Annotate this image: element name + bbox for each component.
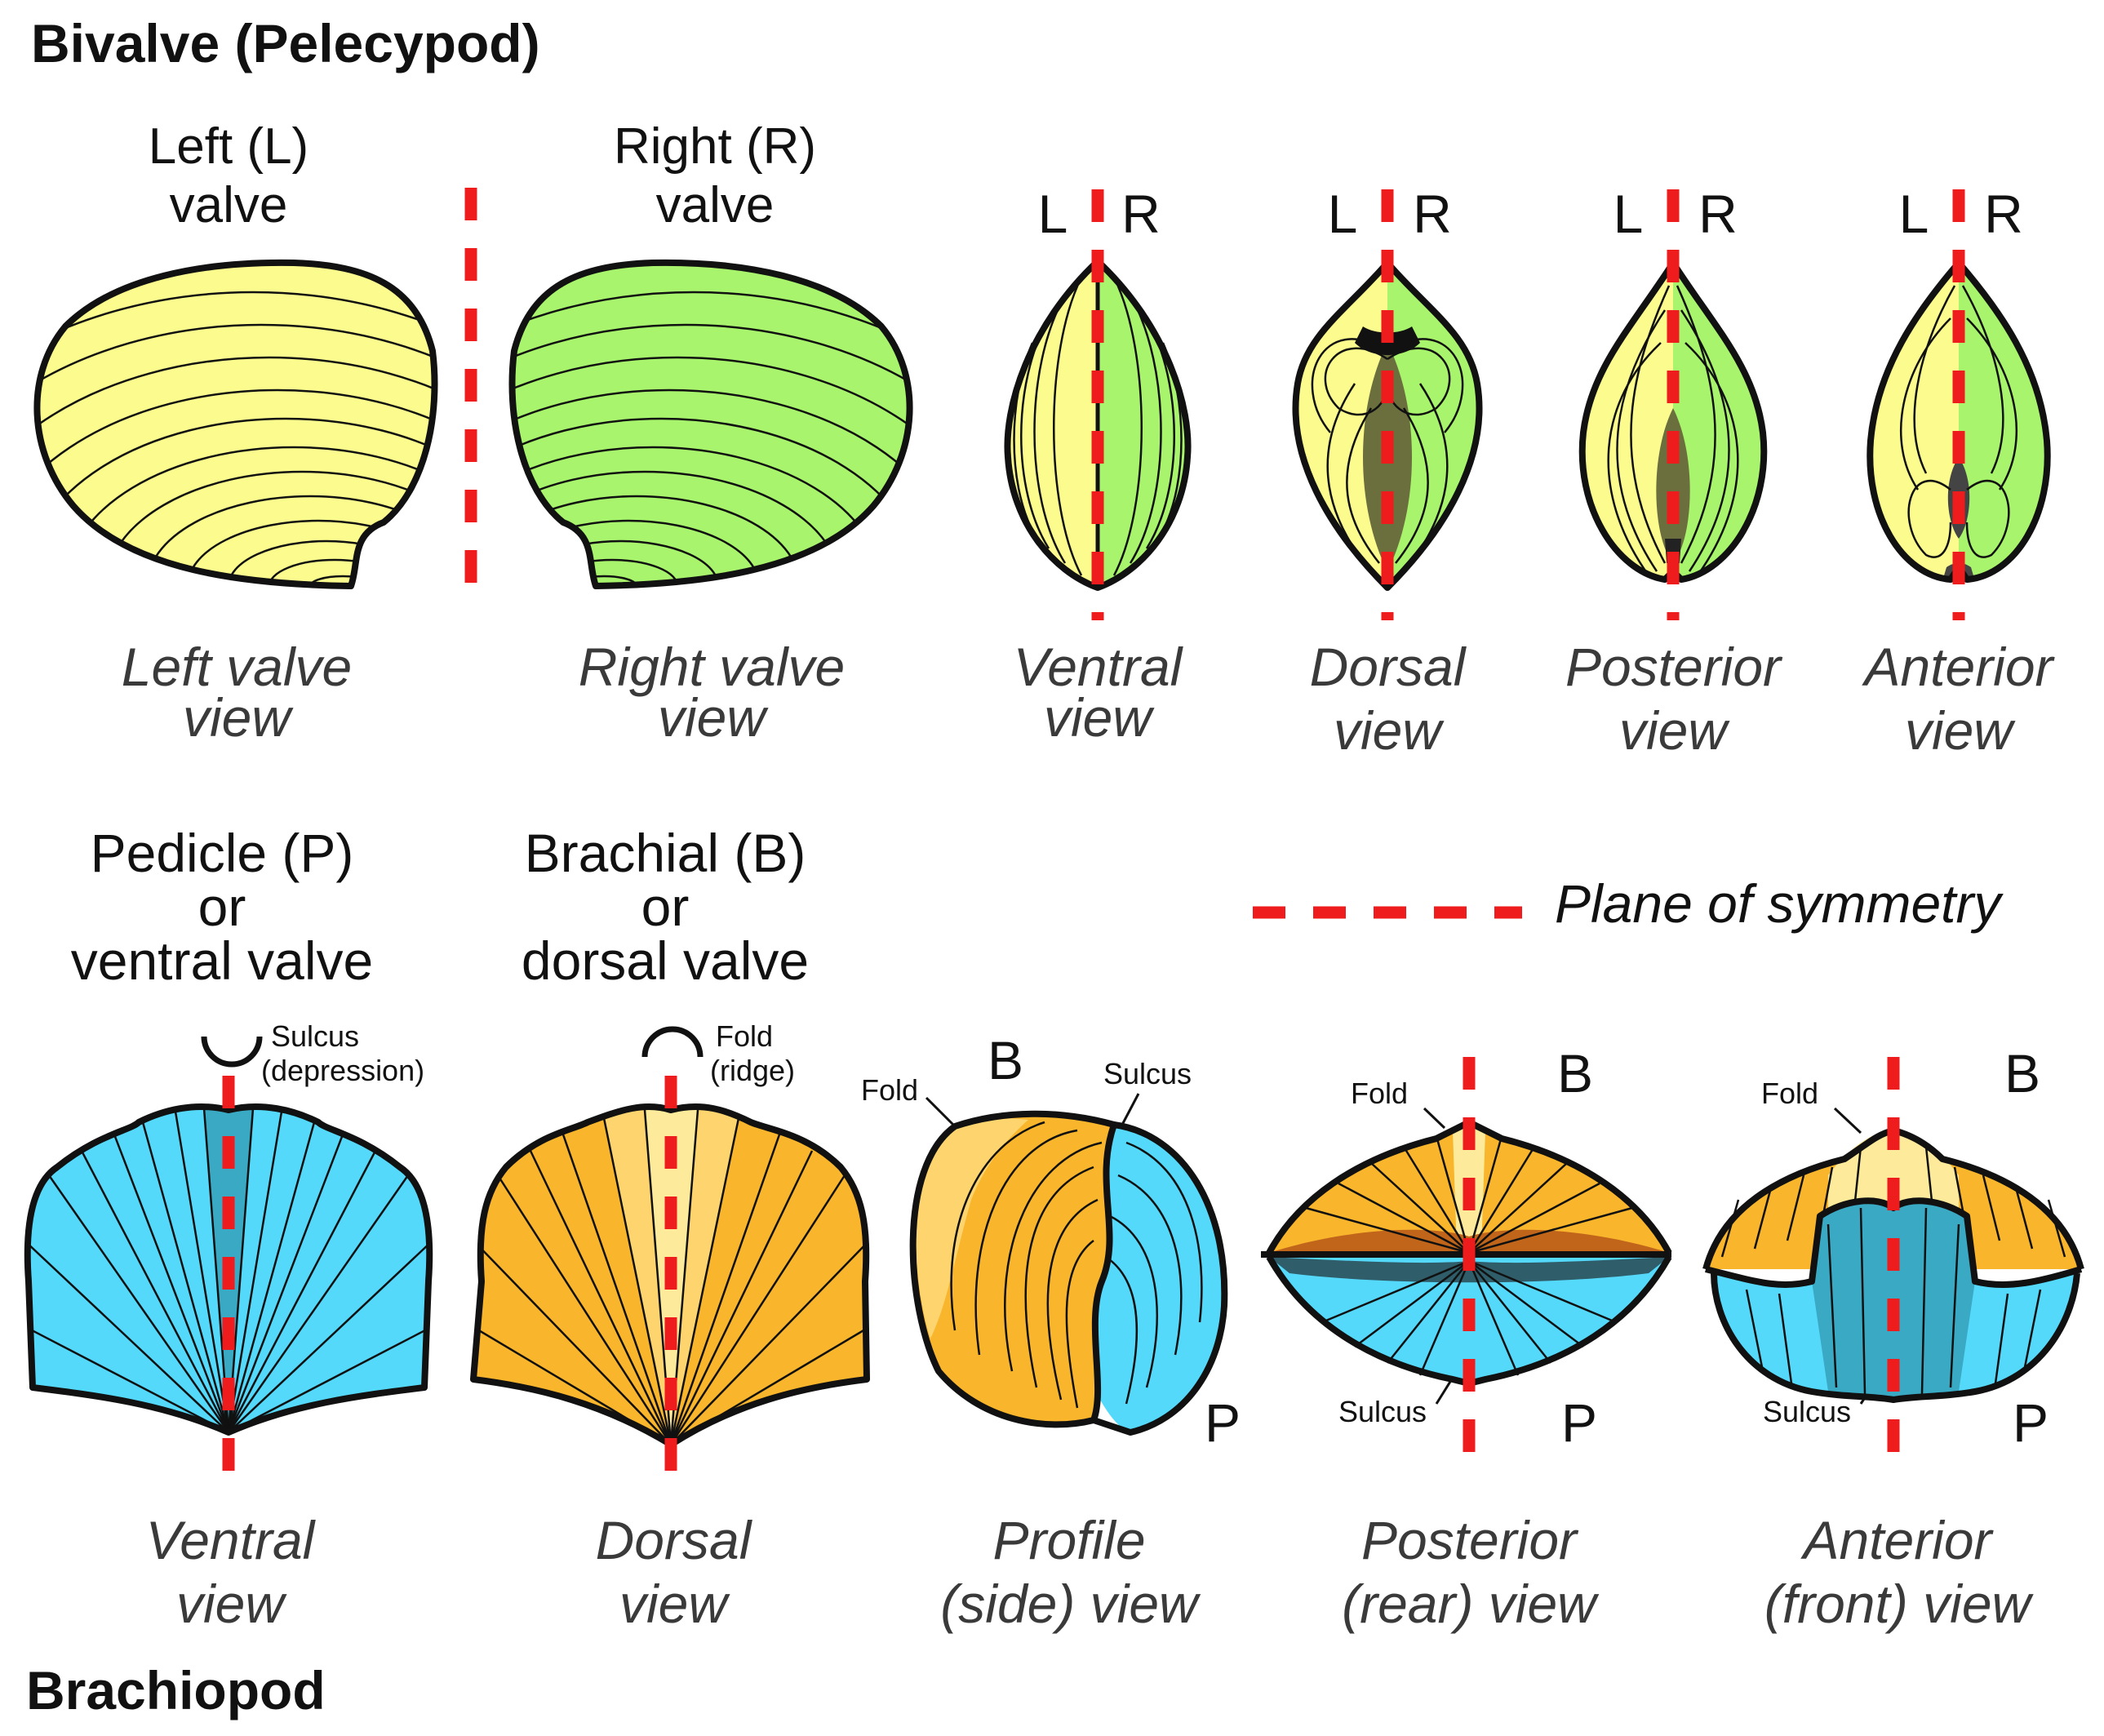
caption-brachiopod-profile-line1: Profile <box>992 1510 1145 1570</box>
caption-right-valve-line1: Right valve <box>579 637 846 697</box>
caption-bivalve-posterior-line2: view <box>1619 700 1730 761</box>
brachiopod-captions: Ventral view Dorsal view Profile (side) … <box>146 1510 2035 1634</box>
legend: Plane of symmetry <box>1253 873 2004 934</box>
brachial-label-line1: Brachial (B) <box>525 823 806 883</box>
sulcus-note-line2: (depression) <box>261 1054 424 1087</box>
bivalve-anterior-view <box>1867 189 2051 620</box>
letter-l-posterior: L <box>1614 184 1644 244</box>
right-valve-shell <box>508 259 913 589</box>
brachiopod-ventral-view: Sulcus (depression) <box>24 1019 433 1476</box>
caption-left-valve-line1: Left valve <box>122 637 353 697</box>
brachiopod-posterior-view: B P Fold Sulcus <box>1261 1043 1672 1461</box>
bivalve-posterior-view <box>1578 189 1768 620</box>
caption-bivalve-anterior-line2: view <box>1905 700 2016 761</box>
profile-letter-p: P <box>1205 1392 1241 1453</box>
right-valve-label-line1: Right (R) <box>614 118 816 175</box>
right-valve-label-line2: valve <box>656 177 775 233</box>
letter-l-dorsal: L <box>1328 184 1358 244</box>
posterior-sulcus-label: Sulcus <box>1338 1395 1427 1428</box>
pedicle-label-line3: ventral valve <box>71 930 374 991</box>
letter-l-anterior: L <box>1899 184 1929 244</box>
caption-bivalve-dorsal-line2: view <box>1334 700 1445 761</box>
caption-brachiopod-anterior-line2: (front) view <box>1764 1574 2035 1634</box>
fold-note-line1: Fold <box>716 1019 773 1053</box>
bivalve-captions: Left valve view Right valve view Ventral… <box>122 637 2056 761</box>
caption-brachiopod-anterior-line1: Anterior <box>1800 1510 1994 1570</box>
posterior-fold-label: Fold <box>1351 1077 1408 1110</box>
caption-left-valve-line2: view <box>183 687 294 748</box>
caption-brachiopod-ventral-line1: Ventral <box>146 1510 317 1570</box>
brachial-label-line3: dorsal valve <box>522 930 809 991</box>
brachiopod-dorsal-view: Fold (ridge) <box>470 1019 870 1476</box>
caption-bivalve-anterior-line1: Anterior <box>1861 637 2055 697</box>
brachial-label-line2: or <box>641 877 690 937</box>
caption-right-valve-line2: view <box>658 687 769 748</box>
profile-fold-label: Fold <box>861 1073 918 1107</box>
caption-brachiopod-ventral-line2: view <box>176 1574 287 1634</box>
posterior-letter-p: P <box>1561 1392 1597 1453</box>
brachiopod-profile-view: B P Fold Sulcus <box>861 1030 1241 1453</box>
caption-brachiopod-posterior-line2: (rear) view <box>1342 1574 1600 1634</box>
lr-letters: L R L R L R L R <box>1038 184 2023 244</box>
caption-bivalve-ventral-line1: Ventral <box>1014 637 1184 697</box>
letter-l-ventral: L <box>1038 184 1068 244</box>
sulcus-note-line1: Sulcus <box>271 1019 359 1053</box>
legend-label: Plane of symmetry <box>1555 873 2004 934</box>
anterior-letter-b: B <box>2004 1043 2040 1103</box>
fold-symbol <box>641 1026 704 1058</box>
letter-r-posterior: R <box>1698 184 1738 244</box>
left-valve-label-line1: Left (L) <box>149 118 308 175</box>
profile-letter-b: B <box>988 1030 1023 1090</box>
bivalve-ventral-view <box>1004 189 1192 620</box>
pedicle-label-line1: Pedicle (P) <box>91 823 354 883</box>
caption-bivalve-dorsal-line1: Dorsal <box>1310 637 1467 697</box>
bivalve-dorsal-view <box>1292 189 1483 620</box>
caption-bivalve-ventral-line2: view <box>1044 687 1155 748</box>
anterior-sulcus-label: Sulcus <box>1763 1395 1851 1428</box>
left-valve-shell <box>33 259 438 589</box>
caption-brachiopod-dorsal-line1: Dorsal <box>596 1510 753 1570</box>
left-valve-label-line2: valve <box>170 177 288 233</box>
caption-brachiopod-dorsal-line2: view <box>619 1574 730 1634</box>
caption-brachiopod-posterior-line1: Posterior <box>1361 1510 1579 1570</box>
anterior-letter-p: P <box>2013 1392 2049 1453</box>
letter-r-anterior: R <box>1984 184 2023 244</box>
fold-note-line2: (ridge) <box>710 1054 795 1087</box>
pedicle-label-line2: or <box>198 877 246 937</box>
brachiopod-section-title: Brachiopod <box>26 1660 326 1720</box>
sulcus-symbol <box>201 1036 263 1068</box>
anterior-fold-label: Fold <box>1761 1077 1818 1110</box>
profile-sulcus-label: Sulcus <box>1103 1057 1192 1090</box>
letter-r-dorsal: R <box>1413 184 1452 244</box>
posterior-letter-b: B <box>1557 1043 1593 1103</box>
brachiopod-anterior-view: B P Fold Sulcus <box>1702 1043 2084 1461</box>
caption-bivalve-posterior-line1: Posterior <box>1565 637 1783 697</box>
caption-brachiopod-profile-line2: (side) view <box>940 1574 1201 1634</box>
letter-r-ventral: R <box>1121 184 1161 244</box>
bivalve-section-title: Bivalve (Pelecypod) <box>31 13 540 73</box>
